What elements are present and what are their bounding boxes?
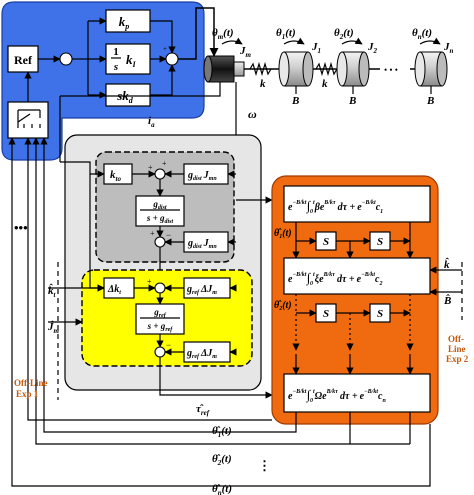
b-label-2: B	[348, 95, 356, 107]
ref-label: Ref	[14, 53, 33, 67]
s-label-1: S	[323, 236, 329, 248]
tau-ref-line	[159, 357, 273, 399]
estimator-formula-row1	[283, 185, 431, 223]
left-kt-hat: k̂t	[48, 284, 57, 299]
ki-frac-num: 1	[113, 46, 119, 58]
ref-sum2-minus: −	[166, 340, 171, 350]
lpf-dist-den: s + gdist	[146, 213, 174, 225]
j1-label: J1	[311, 41, 321, 55]
inertia-disk-2	[336, 51, 370, 87]
ref-sum1-plus: +	[147, 277, 152, 286]
plant-ellipsis: • • •	[384, 65, 398, 75]
estimator-formula-row-n	[283, 373, 431, 413]
b-label-1: B	[291, 95, 299, 107]
ref-sum-2	[154, 346, 166, 358]
theta2-hat-out: θ̂2(t)	[212, 453, 232, 467]
sum-sign-plus: +	[163, 45, 167, 53]
ia-label: ia	[148, 115, 155, 129]
ia-feedback-line	[60, 82, 221, 97]
ki-frac-den: s	[113, 61, 118, 73]
s-label-2: S	[377, 236, 383, 248]
theta1-hat-inner: θ̂1(t)	[274, 228, 292, 240]
theta-m-label: θm(t)	[212, 27, 234, 41]
spring-k-label-1: k	[260, 78, 266, 90]
obs-sum1-plus2: +	[162, 159, 167, 168]
mechanical-plant: θm(t) Jm k θ1(t) J1 B k θ2(t)	[203, 27, 454, 107]
kp-label: kp	[119, 14, 130, 31]
right-b-hat: B̂	[443, 294, 451, 307]
spring-k-label-2: k	[322, 78, 328, 90]
lpf-ref-num: gref	[153, 307, 166, 319]
ref-sum-1	[154, 282, 166, 294]
offline-exp2-line2: Line	[448, 344, 466, 354]
b-label-n: B	[426, 95, 434, 107]
controller-output-sum	[165, 52, 179, 66]
mode-switch-box	[7, 101, 49, 139]
estimator-formula-row2	[283, 257, 431, 295]
obs-sum2-plus: +	[150, 229, 155, 238]
s-label-4: S	[377, 308, 383, 320]
omega-label: ω	[248, 107, 257, 121]
left-ellipsis: •••	[14, 220, 28, 235]
offline-exp2-line3: Exp 2	[446, 354, 469, 364]
inertia-disk-1	[278, 51, 314, 87]
obs-sum1-plus: +	[148, 163, 153, 172]
theta2-hat-inner: θ̂2(t)	[274, 300, 292, 312]
spring-1	[249, 61, 272, 77]
inertia-disk-n	[414, 51, 448, 87]
pid-controller-block: Ref kp 1 s kI skd +	[1, 1, 219, 161]
theta-1-label: θ1(t)	[276, 27, 296, 41]
lpf-ref-den: s + gref	[147, 321, 174, 333]
s-label-3: S	[323, 308, 329, 320]
outputs-vdots: ⋮	[258, 458, 271, 473]
observer-sum-1	[154, 168, 166, 180]
lpf-dist-num: gdist	[152, 199, 167, 211]
theta-n-label: θn(t)	[412, 27, 432, 41]
offline-exp1-line2: Exp 1	[16, 389, 39, 399]
ki-label: kI	[126, 52, 137, 69]
j2-label: J2	[367, 41, 378, 55]
left-jm-hat: Ĵm	[47, 320, 60, 335]
tau-ref-label: τ̂ref	[196, 403, 210, 417]
theta1-hat-out: θ̂1(t)	[212, 425, 232, 439]
offline-exp2-line1: Off-	[448, 334, 464, 344]
theta-m-rotation-arrow	[221, 37, 243, 45]
offline-exp1-line1: Off-Line	[14, 378, 48, 388]
spring-2	[315, 61, 338, 77]
thetan-hat-out: θ̂n(t)	[212, 483, 232, 495]
right-k-hat: k̂	[444, 258, 450, 271]
kto-label: kto	[110, 169, 121, 183]
jm-label: Jm	[239, 45, 252, 59]
thetan-hat-output-line	[8, 137, 431, 487]
controller-error-sum	[59, 52, 73, 66]
theta1-hat-output-line	[24, 137, 272, 421]
delta-kt-label: Δkt	[107, 284, 121, 296]
theta2-hat-output-line	[32, 137, 410, 445]
jn-label: Jn	[443, 41, 454, 55]
ref-box	[7, 45, 39, 73]
theta-2-label: θ2(t)	[334, 27, 354, 41]
observer-sum-2	[154, 236, 166, 248]
obs-sum2-minus: −	[166, 230, 171, 240]
